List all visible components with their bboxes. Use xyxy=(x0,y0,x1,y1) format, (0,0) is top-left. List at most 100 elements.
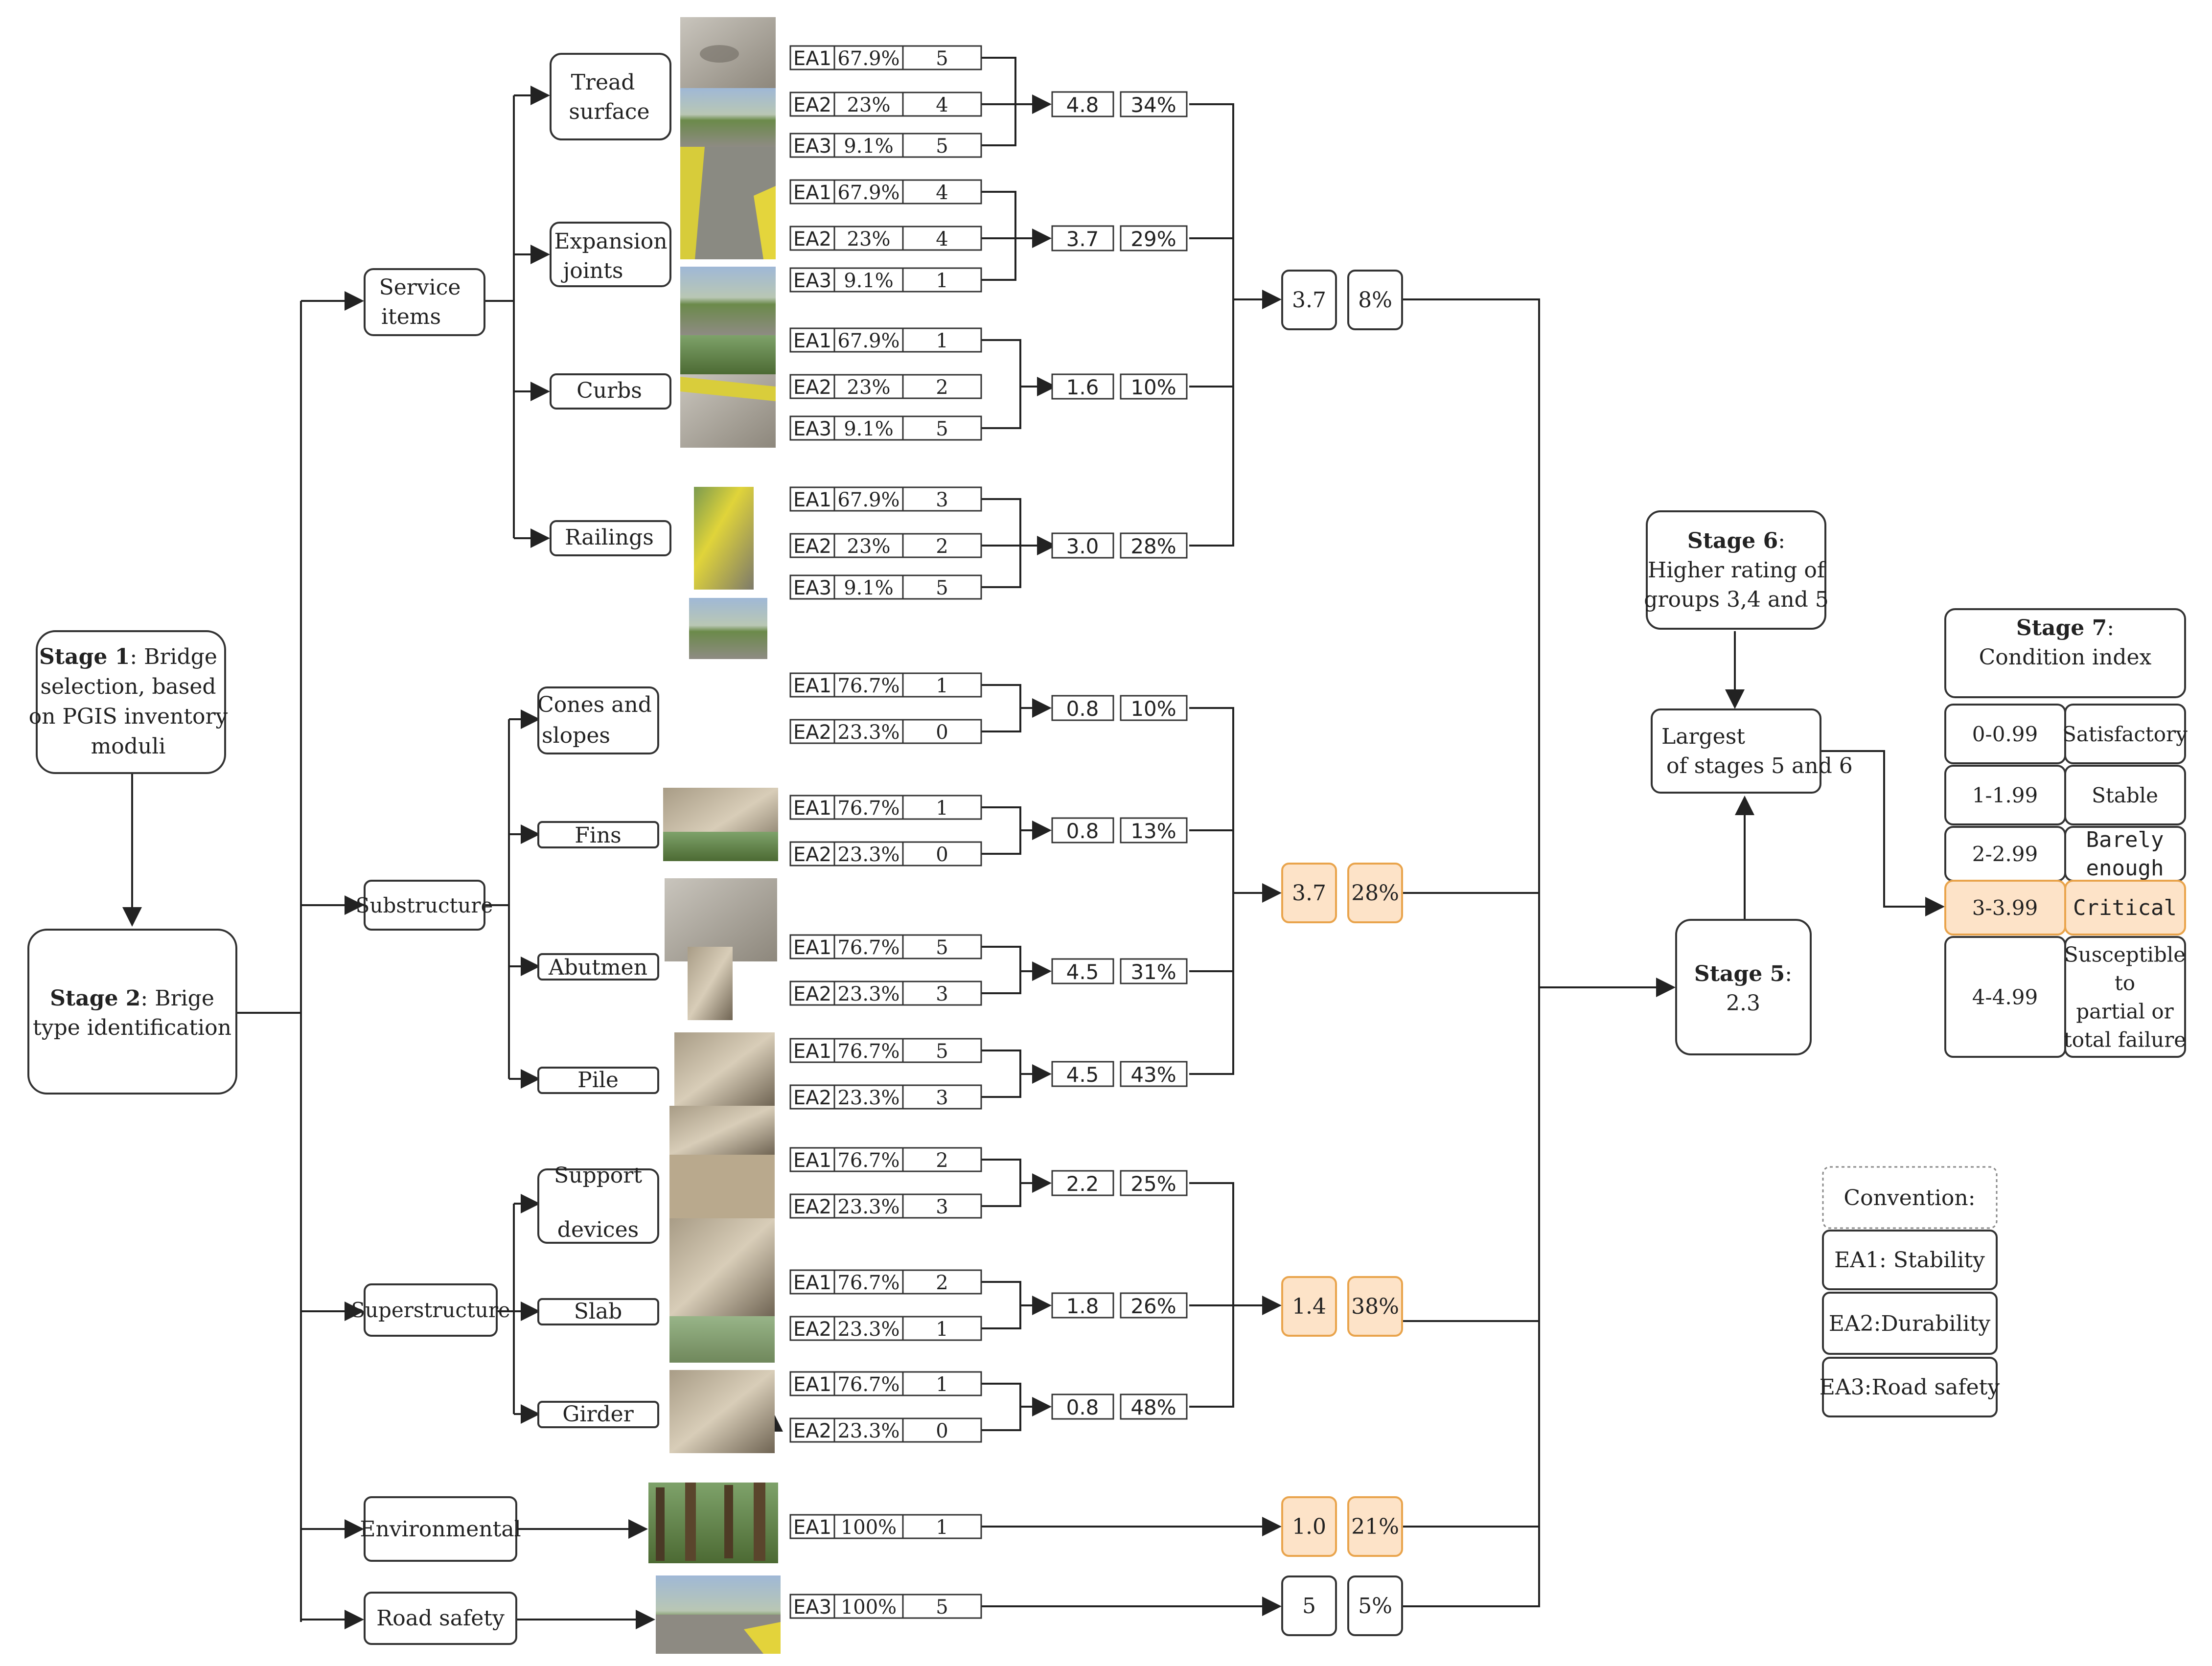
ea-percent: 23% xyxy=(847,94,891,116)
item-rating-value: 3.0 xyxy=(1066,534,1099,558)
ea-score: 1 xyxy=(936,1516,948,1539)
ea-score: 3 xyxy=(936,489,948,511)
svg-text:28%: 28% xyxy=(1351,881,1399,906)
group-rating-road-safety: 5 5% xyxy=(1281,1575,1403,1636)
ea-code: EA3 xyxy=(793,418,831,440)
svg-text:groups 3,4 and 5: groups 3,4 and 5 xyxy=(1644,587,1828,612)
ea-score: 4 xyxy=(936,94,948,116)
ea-code: EA1 xyxy=(793,1516,831,1539)
ea-code: EA1 xyxy=(793,47,831,70)
svg-text:5: 5 xyxy=(1302,1594,1316,1619)
ea-score: 1 xyxy=(936,1318,948,1341)
ea-score: 1 xyxy=(936,797,948,820)
ea-code: EA1 xyxy=(793,489,831,511)
svg-text:Stage 5:: Stage 5: xyxy=(1694,961,1792,986)
condition-range: 0-0.99 xyxy=(1972,722,2038,746)
ea-code: EA1 xyxy=(793,1373,831,1396)
ea-score: 1 xyxy=(936,270,948,292)
item-weight-value: 29% xyxy=(1130,227,1176,251)
ea-code: EA1 xyxy=(793,182,831,204)
ea-score: 3 xyxy=(936,1087,948,1109)
svg-text:of stages 5 and 6: of stages 5 and 6 xyxy=(1666,753,1853,778)
stage-2-line-2: type identification xyxy=(33,1015,231,1040)
convention-ea1: EA1: Stability xyxy=(1834,1248,1985,1273)
photo-road-safety xyxy=(656,1575,781,1654)
item-abutment-box xyxy=(537,953,659,981)
item-rating-value: 1.8 xyxy=(1066,1294,1099,1318)
ea-score: 4 xyxy=(936,182,948,204)
condition-label: partial or xyxy=(2076,1000,2174,1024)
svg-text:5%: 5% xyxy=(1358,1594,1392,1619)
item-cones-box xyxy=(537,686,659,754)
ea-score: 5 xyxy=(936,1596,948,1619)
stage-2-box: Stage 2: Brige type identification xyxy=(27,929,237,1095)
ea-score: 3 xyxy=(936,983,948,1005)
convention-legend: Convention: EA1: Stability EA2:Durabilit… xyxy=(1820,1166,2000,1417)
connectors xyxy=(122,57,1945,1629)
svg-text:items: items xyxy=(381,304,441,329)
ea-percent: 9.1% xyxy=(844,135,894,158)
svg-text:Condition index: Condition index xyxy=(1979,645,2152,670)
ea-percent: 9.1% xyxy=(844,577,894,599)
item-rating-value: 2.2 xyxy=(1066,1172,1099,1196)
pile-label: Pile xyxy=(577,1068,619,1093)
item-expansion-joints-box xyxy=(550,222,671,287)
condition-row-1: 0-0.99 Satisfactory xyxy=(1944,704,2188,764)
ea-percent: 23.3% xyxy=(837,721,899,744)
ea-code: EA1 xyxy=(793,675,831,697)
svg-text:8%: 8% xyxy=(1358,288,1392,313)
stage-6-box: Stage 6: Higher rating of groups 3,4 and… xyxy=(1644,510,1829,630)
group-service-items: Service items xyxy=(364,268,485,336)
ea-percent: 23.3% xyxy=(837,844,899,866)
ea-score: 5 xyxy=(936,47,948,70)
svg-text:Road safety: Road safety xyxy=(376,1606,505,1631)
ea-percent: 23% xyxy=(847,228,891,251)
condition-label: Critical xyxy=(2073,895,2177,920)
ea-score: 0 xyxy=(936,721,948,744)
ea-code: EA1 xyxy=(793,1149,831,1172)
photo-strip-service xyxy=(680,17,776,659)
svg-text:Stage 2: Brige: Stage 2: Brige xyxy=(50,986,214,1011)
ea-code: EA1 xyxy=(793,797,831,820)
item-weight-value: 13% xyxy=(1130,819,1176,843)
item-rating-value: 1.6 xyxy=(1066,375,1099,399)
condition-range: 2-2.99 xyxy=(1972,842,2038,866)
ea-percent: 100% xyxy=(841,1516,897,1539)
condition-label: enough xyxy=(2086,856,2164,881)
tread-label-2: surface xyxy=(569,99,649,124)
item-weight-value: 26% xyxy=(1130,1294,1176,1318)
ea-percent: 76.7% xyxy=(837,1373,899,1396)
svg-text:Substructure: Substructure xyxy=(356,893,493,917)
item-weight-value: 43% xyxy=(1130,1063,1176,1087)
ea-percent: 23.3% xyxy=(837,1196,899,1218)
item-railings-box xyxy=(550,520,671,556)
condition-label: Susceptible xyxy=(2064,943,2186,967)
tread-label-1: Tread xyxy=(571,70,635,95)
cones-label-1: Cones and xyxy=(537,692,652,717)
condition-label: Satisfactory xyxy=(2062,722,2188,746)
ea-percent: 23.3% xyxy=(837,1087,899,1109)
svg-text:21%: 21% xyxy=(1351,1514,1399,1539)
svg-text:1.0: 1.0 xyxy=(1292,1514,1326,1539)
ea-score: 2 xyxy=(936,1149,948,1172)
svg-text:Stage 6:: Stage 6: xyxy=(1687,528,1785,553)
ea-code: EA2 xyxy=(793,844,831,866)
group-environmental: Environmental xyxy=(360,1496,521,1562)
svg-text:Superstructure: Superstructure xyxy=(351,1298,510,1322)
ea-code: EA1 xyxy=(793,330,831,352)
